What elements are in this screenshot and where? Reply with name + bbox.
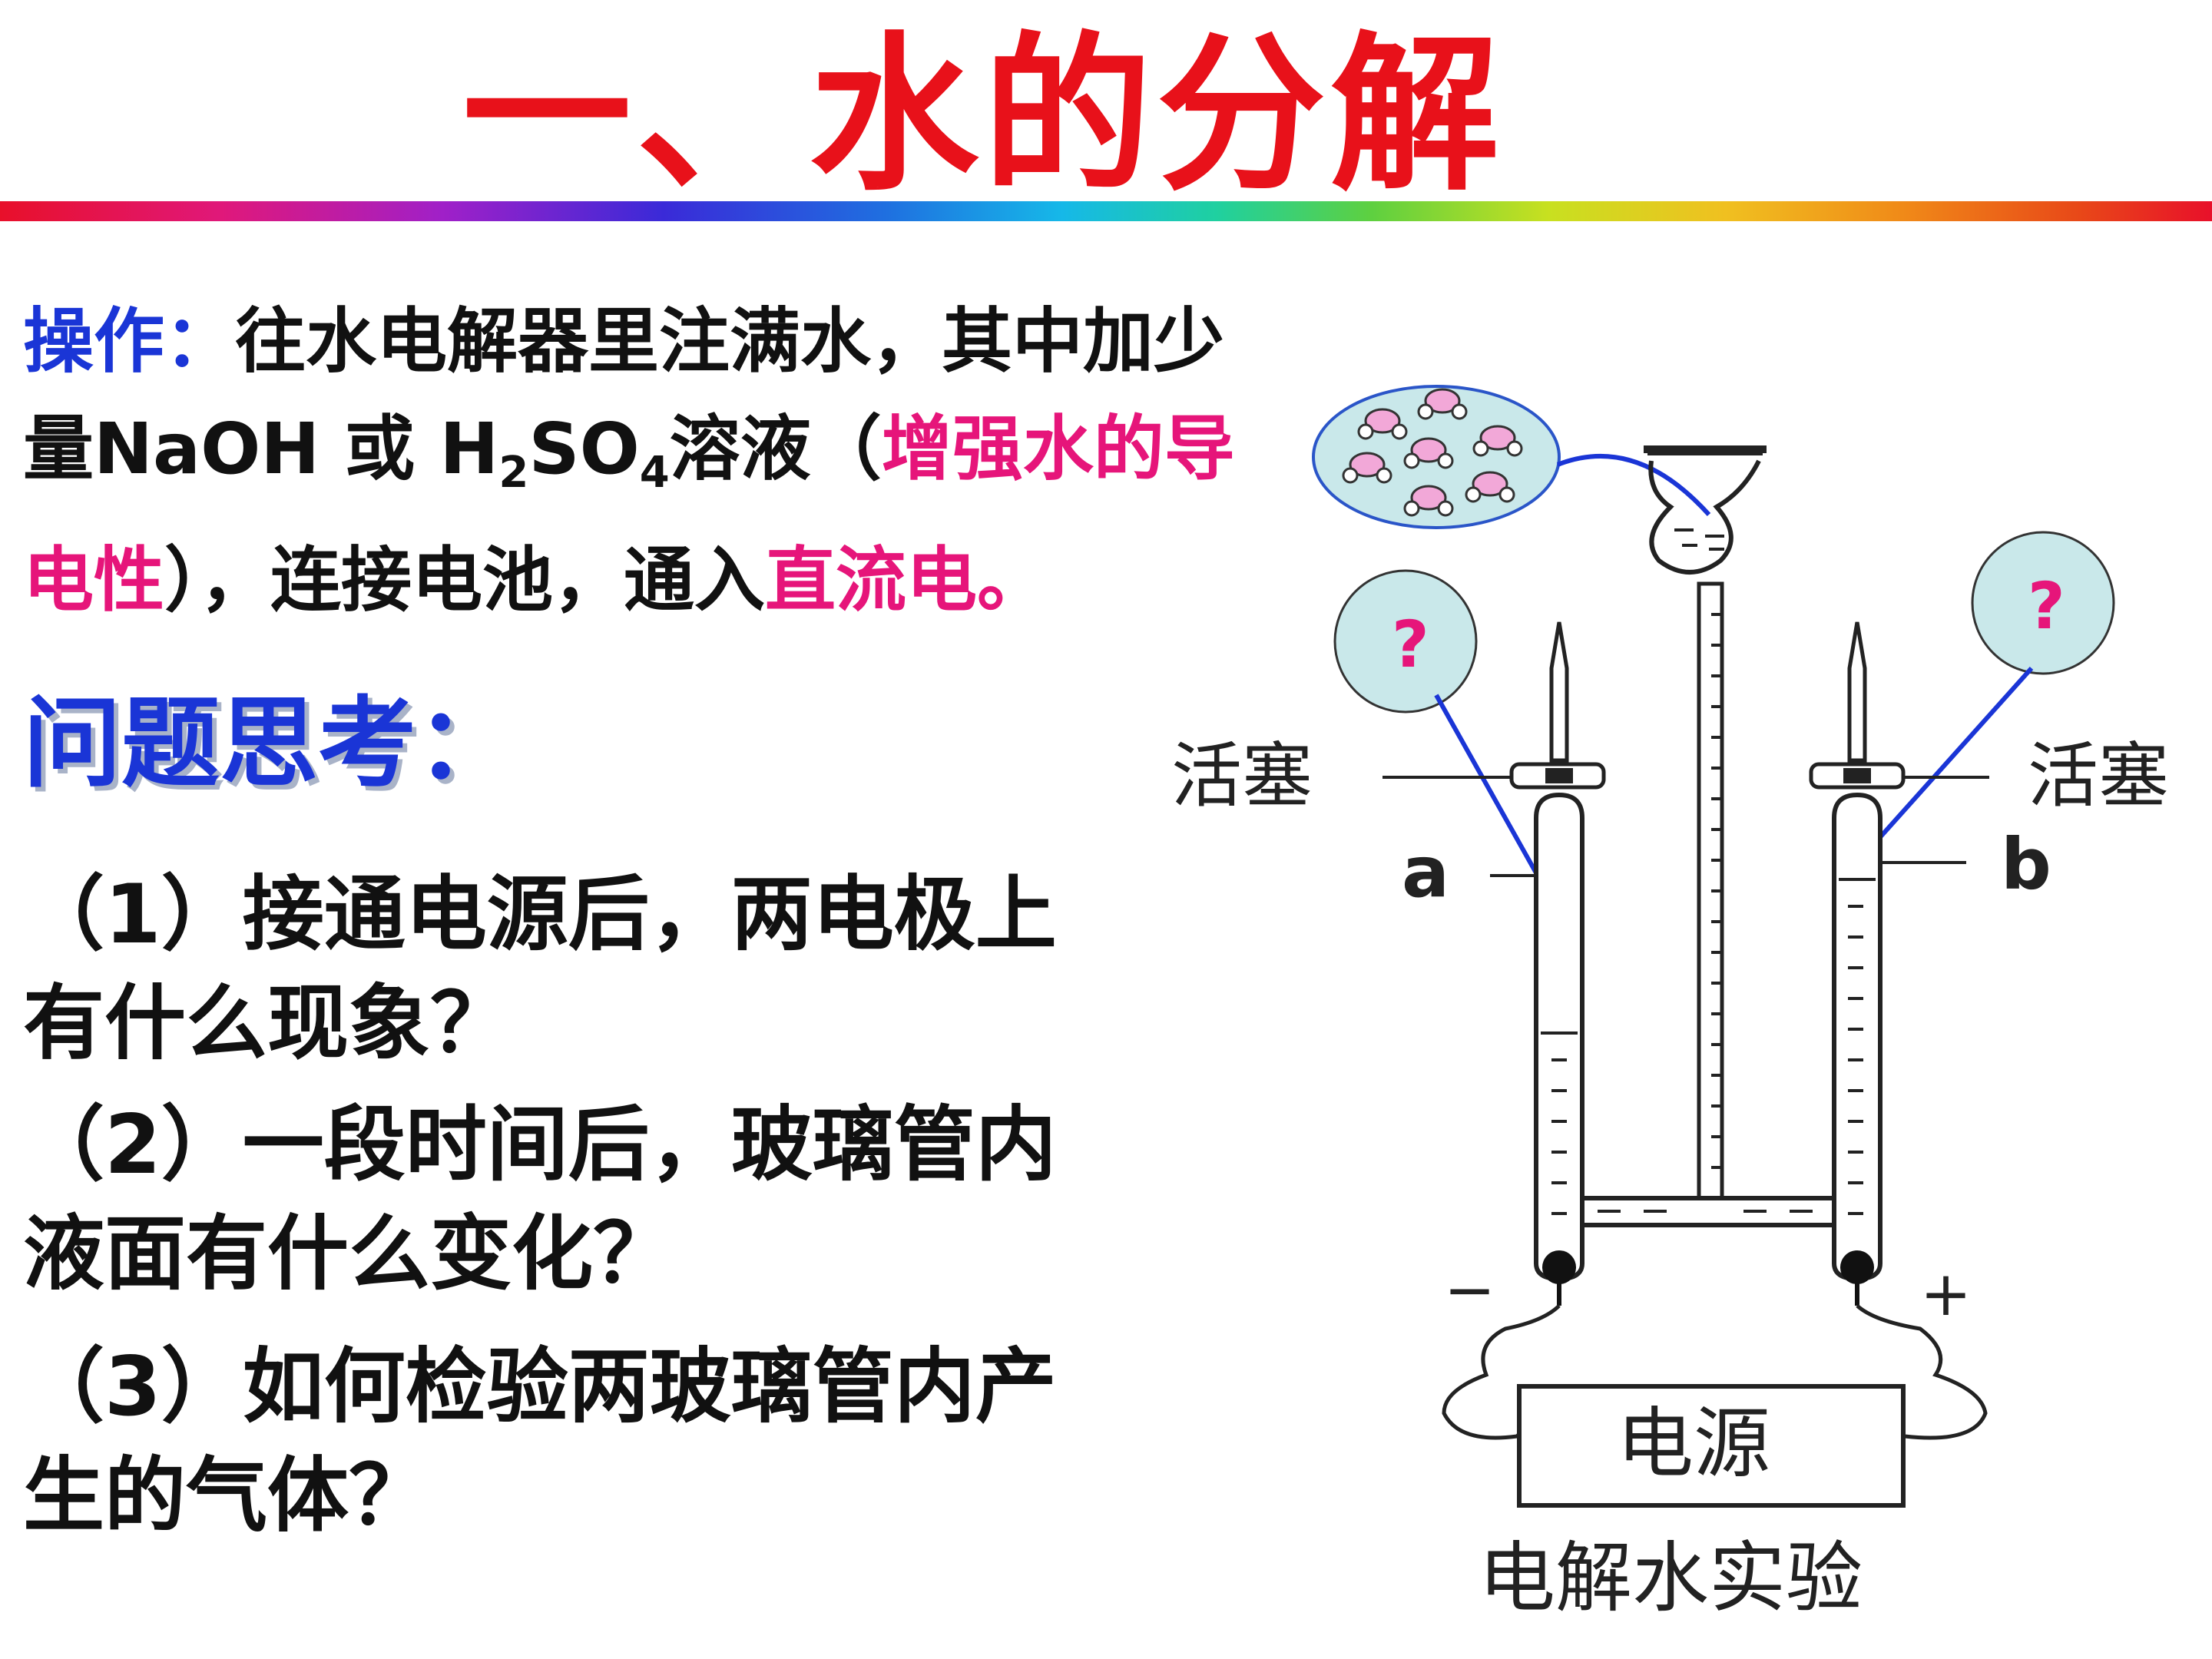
page-title: 一、水的分解 [462, 17, 1504, 214]
formula-so: SO [528, 408, 640, 490]
plus-sign: + [1920, 1258, 1972, 1330]
diagram-caption: 电解水实验 [1479, 1533, 1863, 1623]
right-tube [1832, 792, 1883, 1282]
question-3: （3）如何检验两玻璃管内产生的气体？ [23, 1339, 1057, 1543]
highlight-dc: 直流电。 [765, 539, 1048, 621]
water-molecules [1342, 388, 1523, 517]
operation-paragraph: 操作：往水电解器里注满水，其中加少量NaOH 或 H2SO4溶液（增强水的导电性… [23, 288, 1244, 634]
right-electrode [1840, 1250, 1874, 1284]
rainbow-divider [0, 201, 2212, 221]
right-question-mark: ? [2028, 568, 2065, 644]
left-tube-tip [1549, 621, 1569, 763]
stopcock-label-right: 活塞 [2028, 735, 2170, 817]
right-tube-tip [1847, 621, 1867, 763]
question-1: （1）接通电源后，两电极上有什么现象？ [23, 867, 1057, 1071]
question-2: （2）一段时间后，玻璃管内液面有什么变化？ [23, 1098, 1057, 1301]
center-tube-scale [1711, 613, 1720, 1169]
left-question-mark: ? [1392, 607, 1429, 682]
left-electrode [1542, 1250, 1576, 1284]
minus-sign: − [1444, 1254, 1496, 1326]
right-question-bubble [1971, 531, 2115, 675]
questions-heading: 问题思考： [23, 687, 515, 801]
bubble-pointer-line [1556, 454, 1711, 517]
subscript-4: 4 [639, 448, 670, 498]
highlight-conductivity: 增强水的导电性 [23, 408, 1235, 621]
operation-text-3: ），连接电池，通入 [164, 539, 766, 621]
operation-label: 操作： [23, 300, 236, 382]
subscript-2: 2 [498, 448, 529, 498]
stopcock-label-left: 活塞 [1171, 735, 1313, 817]
left-tube-liquid [1541, 1031, 1578, 1215]
electrolysis-apparatus-diagram: ? ? [1312, 385, 2115, 1508]
left-question-bubble [1333, 569, 1478, 714]
operation-text-2: 溶液（ [669, 408, 882, 490]
left-tube [1534, 792, 1584, 1282]
tube-a-label: a [1402, 831, 1450, 913]
power-supply-label: 电源 [1617, 1399, 1770, 1488]
right-pointer-line [1864, 666, 2034, 855]
left-wire [1442, 1304, 1561, 1440]
operation-text-1: 往水电解器里注满水，其中加少量NaOH 或 H [23, 300, 1225, 490]
right-tube-liquid [1839, 878, 1876, 1215]
tube-b-label: b [2001, 823, 2051, 906]
right-wire [1856, 1304, 1988, 1440]
power-supply-box [1517, 1384, 1906, 1508]
